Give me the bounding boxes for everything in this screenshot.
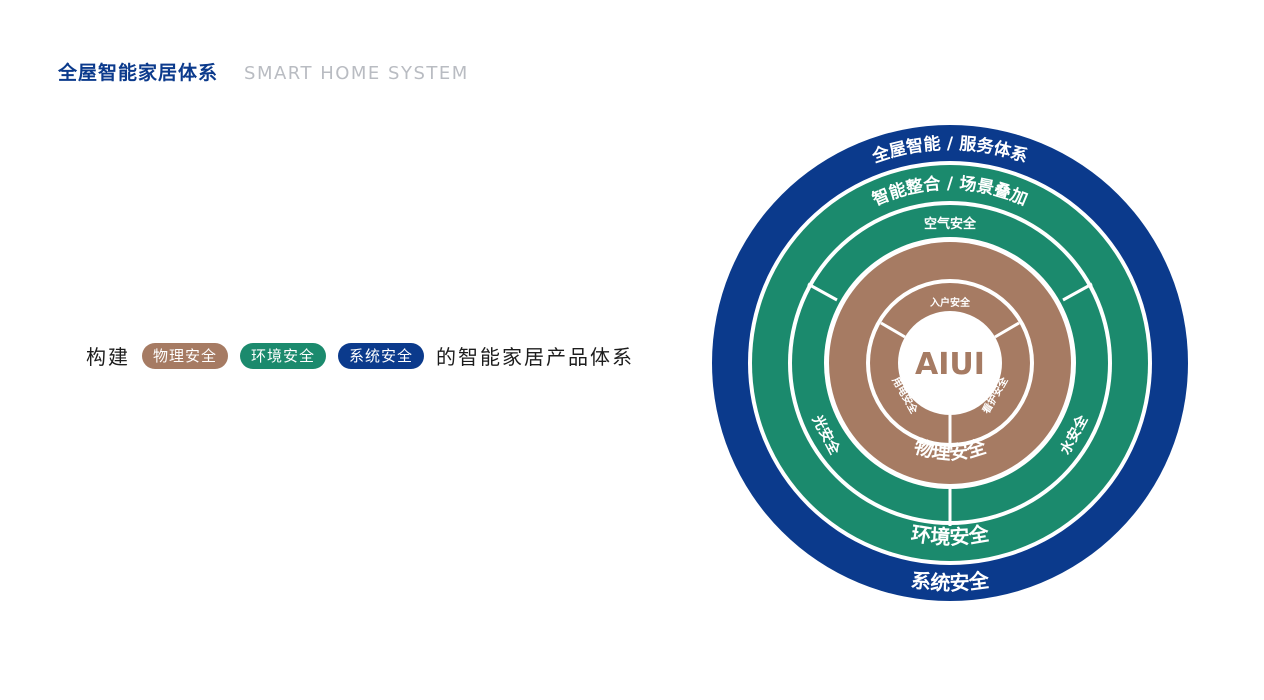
env-divider-right	[1062, 282, 1093, 302]
air-security-label: 空气安全	[924, 216, 977, 232]
env-divider-left	[807, 282, 838, 302]
center-circle	[898, 311, 1002, 415]
tagline-suffix: 的智能家居产品体系	[436, 345, 635, 369]
security-rings-diagram: AIUI 入户安全 用电安全 看护安全 物理安全 空气安全 光安全 水安全 环境…	[700, 110, 1200, 620]
environment-security-pill: 环境安全	[240, 342, 327, 369]
inner-divider-right	[994, 321, 1020, 339]
physical-security-pill: 物理安全	[142, 342, 229, 369]
center-label: AIUI	[915, 347, 985, 382]
environment-security-label: 环境安全	[909, 521, 991, 549]
tagline: 构建 物理安全 环境安全 系统安全 的智能家居产品体系	[86, 341, 634, 370]
page-title: 全屋智能家居体系	[58, 62, 219, 84]
page-subtitle: SMART HOME SYSTEM	[244, 63, 469, 84]
entry-security-label: 入户安全	[930, 296, 971, 309]
environment-security-ring-text: 环境安全	[909, 521, 991, 549]
system-security-pill: 系统安全	[338, 342, 425, 369]
inner-divider-left	[880, 321, 906, 339]
tagline-prefix: 构建	[86, 345, 130, 369]
system-security-label: 系统安全	[910, 568, 992, 595]
system-security-ring-text: 系统安全	[910, 568, 992, 595]
page-header: 全屋智能家居体系 SMART HOME SYSTEM	[58, 58, 469, 85]
